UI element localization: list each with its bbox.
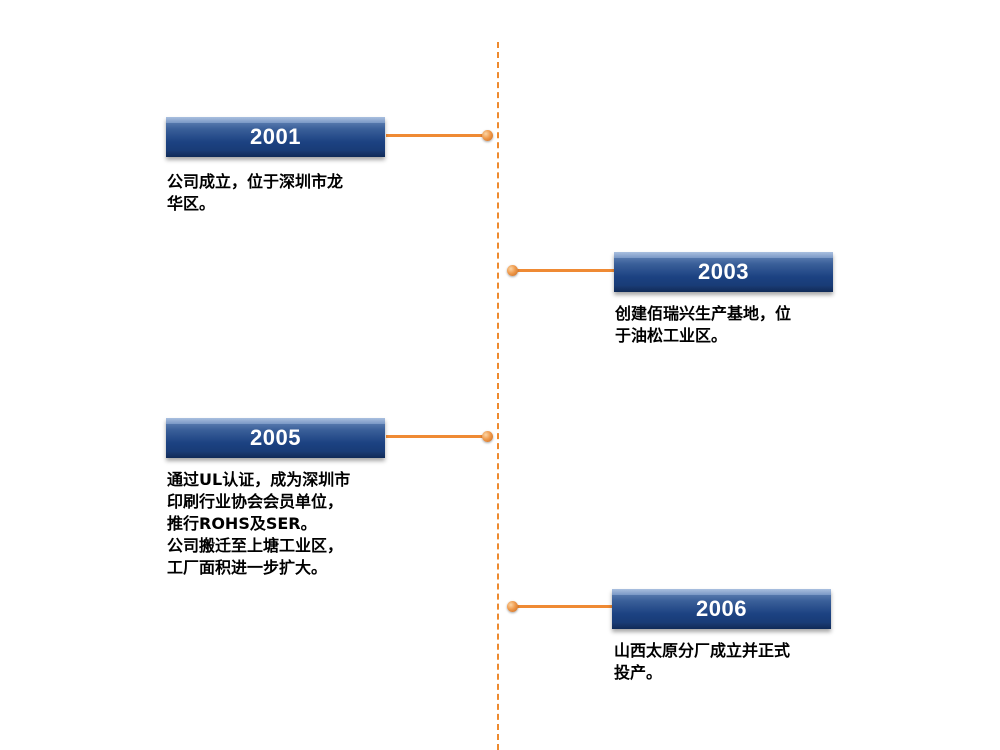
timeline-dot-2003 [507, 265, 518, 276]
timeline-dot-2001 [482, 130, 493, 141]
year-box-2001: 2001 [166, 117, 385, 157]
event-description: 公司成立，位于深圳市龙 华区。 [167, 172, 344, 213]
year-box-2006: 2006 [612, 589, 831, 629]
event-description: 通过UL认证，成为深圳市 印刷行业协会会员单位， 推行ROHS及SER。 公司搬… [167, 470, 351, 577]
year-label: 2005 [250, 425, 301, 450]
timeline-dot-2005 [482, 431, 493, 442]
connector-2006 [514, 605, 612, 608]
year-label: 2001 [250, 124, 301, 149]
connector-2005 [386, 435, 487, 438]
timeline-axis [497, 42, 499, 750]
connector-2003 [514, 269, 614, 272]
event-description: 山西太原分厂成立并正式 投产。 [614, 641, 791, 682]
connector-2001 [386, 134, 487, 137]
year-label: 2003 [698, 259, 749, 284]
timeline-dot-2006 [507, 601, 518, 612]
year-box-2005: 2005 [166, 418, 385, 458]
year-label: 2006 [696, 596, 747, 621]
year-box-2003: 2003 [614, 252, 833, 292]
event-description: 创建佰瑞兴生产基地，位 于油松工业区。 [615, 304, 792, 345]
